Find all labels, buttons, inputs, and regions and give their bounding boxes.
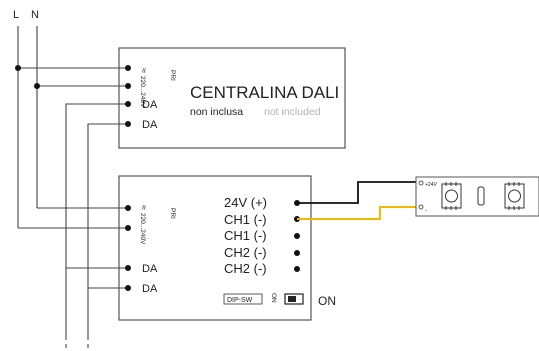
driver-box bbox=[118, 175, 312, 321]
driver-voltage: 220...240V bbox=[139, 213, 146, 245]
driver-output-label: CH1 (-) bbox=[224, 228, 267, 243]
led-chip bbox=[504, 182, 525, 210]
driver-output-label: CH2 (-) bbox=[224, 245, 267, 260]
driver-pri-label: PRI bbox=[169, 208, 176, 219]
positive-wire bbox=[297, 181, 418, 204]
output-terminal bbox=[294, 233, 300, 239]
controller-da-label: DA bbox=[142, 119, 158, 131]
line-l-label: L bbox=[13, 9, 19, 21]
dip-switch-label: DIP-SW bbox=[227, 297, 253, 304]
controller-terminal bbox=[125, 65, 131, 71]
strip-minus-label: - bbox=[425, 208, 427, 214]
controller-terminal bbox=[125, 101, 131, 107]
driver-terminal bbox=[125, 205, 131, 211]
driver-da-label: DA bbox=[142, 263, 158, 275]
driver-output-label: CH2 (-) bbox=[224, 261, 267, 276]
led-chip bbox=[441, 182, 462, 210]
junction-dot-l bbox=[15, 65, 21, 71]
controller-da2-wire bbox=[87, 123, 128, 336]
strip-pad-negative bbox=[418, 204, 424, 210]
driver-terminal bbox=[125, 265, 131, 271]
controller-terminal bbox=[125, 83, 131, 89]
controller-box bbox=[118, 47, 346, 149]
dip-switch-label-box bbox=[223, 293, 263, 305]
strip-pad-positive bbox=[418, 180, 424, 186]
driver-da-label: DA bbox=[142, 283, 158, 295]
driver-symbol: ≈ bbox=[139, 205, 149, 210]
junction-dot-n bbox=[34, 83, 40, 89]
controller-voltage: 220...240V bbox=[139, 76, 146, 108]
strip-resistor bbox=[477, 186, 485, 206]
output-terminal bbox=[294, 266, 300, 272]
strip-voltage-label: +24V bbox=[425, 182, 437, 188]
driver-terminal bbox=[125, 225, 131, 231]
driver-output-label: CH1 (-) bbox=[224, 212, 267, 227]
ch1-wire bbox=[297, 206, 418, 220]
controller-da1-wire bbox=[65, 103, 128, 336]
on-label: ON bbox=[318, 294, 336, 308]
controller-subtitle-en: not included bbox=[264, 106, 321, 118]
controller-subtitle-it: non inclusa bbox=[190, 106, 243, 118]
driver-output-label: 24V (+) bbox=[224, 195, 267, 210]
output-terminal bbox=[294, 250, 300, 256]
controller-title: CENTRALINA DALI bbox=[190, 83, 339, 102]
driver-terminal bbox=[125, 285, 131, 291]
dip-switch-knob bbox=[288, 296, 296, 302]
line-n-label: N bbox=[31, 9, 39, 21]
controller-symbol: ≈ bbox=[139, 68, 149, 73]
dip-switch-on-small: ON bbox=[270, 293, 277, 303]
controller-pri-label: PRI bbox=[169, 70, 176, 81]
controller-da-label: DA bbox=[142, 99, 158, 111]
controller-terminal bbox=[125, 121, 131, 127]
